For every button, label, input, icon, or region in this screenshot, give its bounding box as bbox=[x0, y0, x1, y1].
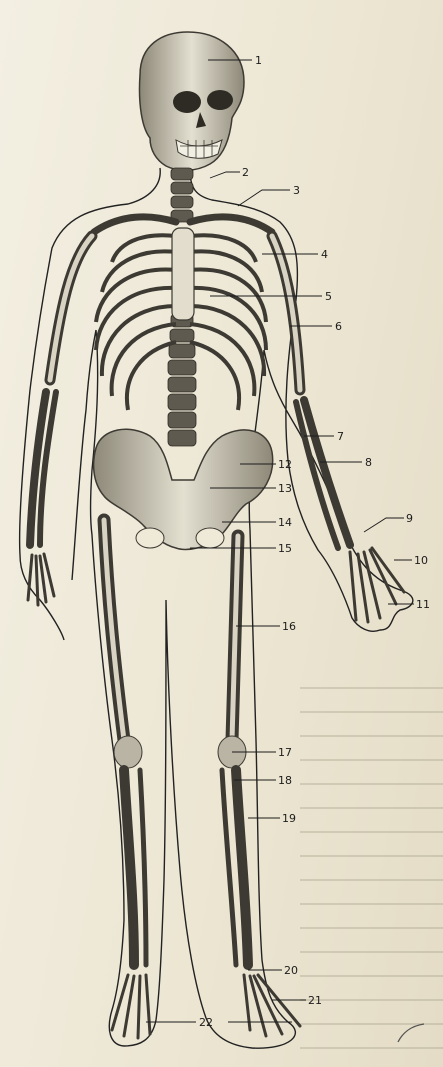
label-6: 6 bbox=[335, 320, 342, 333]
label-19: 19 bbox=[282, 812, 296, 825]
label-9: 9 bbox=[406, 512, 413, 525]
label-21: 21 bbox=[308, 994, 322, 1007]
label-13: 13 bbox=[278, 482, 292, 495]
left-leg bbox=[104, 520, 150, 1038]
pelvis bbox=[94, 429, 273, 549]
label-7: 7 bbox=[337, 430, 344, 443]
skull bbox=[139, 32, 244, 170]
label-11: 11 bbox=[416, 598, 430, 611]
label-3: 3 bbox=[293, 184, 300, 197]
label-15: 15 bbox=[278, 542, 292, 555]
label-16: 16 bbox=[282, 620, 296, 633]
label-12: 12 bbox=[278, 458, 292, 471]
label-2: 2 bbox=[242, 166, 249, 179]
label-4: 4 bbox=[321, 248, 328, 261]
sternum bbox=[172, 228, 194, 320]
label-14: 14 bbox=[278, 516, 292, 529]
label-5: 5 bbox=[325, 290, 332, 303]
right-arm bbox=[272, 236, 404, 622]
label-10: 10 bbox=[414, 554, 428, 567]
label-18: 18 bbox=[278, 774, 292, 787]
label-22: 22 bbox=[199, 1016, 213, 1029]
label-8: 8 bbox=[365, 456, 372, 469]
label-20: 20 bbox=[284, 964, 298, 977]
left-arm bbox=[28, 236, 92, 605]
label-1: 1 bbox=[255, 54, 262, 67]
pencil-check-mark bbox=[398, 1024, 424, 1042]
label-17: 17 bbox=[278, 746, 292, 759]
